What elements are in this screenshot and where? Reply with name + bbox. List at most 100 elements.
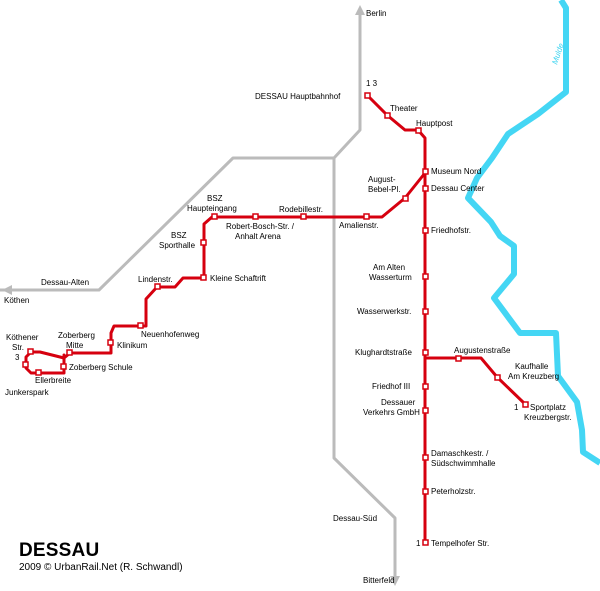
label-wasserwerkstr: Wasserwerkstr. bbox=[357, 307, 411, 316]
label-sportplatz-2: Kreuzbergstr. bbox=[524, 413, 572, 422]
stop-zoberberg-schule bbox=[60, 363, 67, 370]
stop-verkehrs-gmbh bbox=[422, 407, 429, 414]
stop-dessau-center bbox=[422, 185, 429, 192]
label-zoberberg-mitte-2: Mitte bbox=[66, 341, 84, 350]
label-am-alten-2: Wasserturm bbox=[369, 273, 412, 282]
stop-lindenstr bbox=[154, 283, 161, 290]
stop-neuenhofenweg bbox=[137, 322, 144, 329]
label-museum-nord: Museum Nord bbox=[431, 167, 481, 176]
label-zoberberg-schule: Zoberberg Schule bbox=[69, 363, 133, 372]
label-lindenstr: Lindenstr. bbox=[138, 275, 173, 284]
label-bosch-1: Robert-Bosch-Str. / bbox=[226, 222, 295, 231]
label-verkehrs-1: Dessauer bbox=[381, 398, 416, 407]
label-friedhofstr: Friedhofstr. bbox=[431, 226, 471, 235]
stop-theater bbox=[384, 112, 391, 119]
railway-koethen bbox=[0, 156, 334, 292]
label-zoberberg-mitte-1: Zoberberg bbox=[58, 331, 95, 340]
stop-junkerspark bbox=[22, 361, 29, 368]
label-kaufhalle: Kaufhalle bbox=[515, 362, 549, 371]
label-tempelhofer: Tempelhofer Str. bbox=[431, 539, 489, 548]
label-bsz-haupt-2: Haupteingang bbox=[187, 204, 237, 213]
line-number-junkerspark: 3 bbox=[15, 353, 20, 362]
stop-damaschkestr bbox=[422, 454, 429, 461]
label-neuenhofenweg: Neuenhofenweg bbox=[141, 330, 199, 339]
stop-amalienstr bbox=[363, 213, 370, 220]
label-dessau-center: Dessau Center bbox=[431, 184, 485, 193]
stop-museum-nord bbox=[422, 168, 429, 175]
label-friedhof-iii: Friedhof III bbox=[372, 382, 410, 391]
stop-wasserwerkstr bbox=[422, 308, 429, 315]
stop-peterholzstr bbox=[422, 488, 429, 495]
stop-robert-bosch-str bbox=[252, 213, 259, 220]
label-peterholzstr: Peterholzstr. bbox=[431, 487, 475, 496]
label-bsz-sport-2: Sporthalle bbox=[159, 241, 196, 250]
stop-sportplatz bbox=[522, 401, 529, 408]
tram-west-line bbox=[24, 171, 427, 375]
railway-berlin-bitterfeld bbox=[332, 14, 397, 578]
label-rodebillestr: Rodebillestr. bbox=[279, 205, 323, 214]
stop-klinikum bbox=[107, 339, 114, 346]
map-title: DESSAU bbox=[19, 540, 100, 561]
railway-arrows bbox=[2, 5, 400, 586]
label-august-bebel-2: Bebel-Pl. bbox=[368, 185, 400, 194]
stop-ellerbreite bbox=[35, 369, 42, 376]
stop-rodebillestr bbox=[300, 213, 307, 220]
label-am-alten-1: Am Alten bbox=[373, 263, 405, 272]
line-number-sportplatz: 1 bbox=[514, 403, 519, 412]
label-theater: Theater bbox=[390, 104, 418, 113]
stop-hauptbahnhof bbox=[364, 92, 371, 99]
label-junkerspark: Junkerspark bbox=[5, 388, 50, 397]
label-damaschke-1: Damaschkestr. / bbox=[431, 449, 489, 458]
label-august-bebel-1: August- bbox=[368, 175, 396, 184]
tram-branch-kreuzberg bbox=[423, 356, 527, 406]
stop-bsz-sporthalle bbox=[200, 239, 207, 246]
label-klinikum: Klinikum bbox=[117, 341, 148, 350]
stop-friedhofstr bbox=[422, 227, 429, 234]
label-koethener-2: Str. bbox=[12, 343, 24, 352]
stop-zoberberg-mitte bbox=[66, 349, 73, 356]
label-hauptbahnhof: DESSAU Hauptbahnhof bbox=[255, 92, 341, 101]
stop-augustenstrasse bbox=[455, 355, 462, 362]
label-amalienstr: Amalienstr. bbox=[339, 221, 379, 230]
line-number-tempelhofer: 1 bbox=[416, 539, 421, 548]
label-dessau-alten: Dessau-Alten bbox=[41, 278, 89, 287]
railway-lines bbox=[0, 14, 397, 578]
arrow-bitterfeld bbox=[390, 576, 400, 586]
line-numbers-hbf: 1 3 bbox=[366, 79, 378, 88]
label-verkehrs-2: Verkehrs GmbH bbox=[363, 408, 420, 417]
tram-stops bbox=[22, 92, 529, 546]
arrow-koethen bbox=[2, 285, 12, 295]
label-bosch-2: Anhalt Arena bbox=[235, 232, 281, 241]
map-credit: 2009 © UrbanRail.Net (R. Schwandl) bbox=[19, 562, 183, 573]
stop-kleine-schaftrift bbox=[200, 274, 207, 281]
stop-bsz-haupteingang bbox=[211, 213, 218, 220]
stop-hauptpost bbox=[415, 127, 422, 134]
label-sportplatz-1: Sportplatz bbox=[530, 403, 566, 412]
label-kleine-schaftrift: Kleine Schaftrift bbox=[210, 274, 267, 283]
label-bitterfeld: Bitterfeld bbox=[363, 576, 395, 585]
label-ellerbreite: Ellerbreite bbox=[35, 376, 72, 385]
label-klughardtstrasse: Klughardtstraße bbox=[355, 348, 412, 357]
stop-klughardtstrasse bbox=[422, 349, 429, 356]
arrow-berlin bbox=[355, 5, 365, 15]
label-bsz-sport-1: BSZ bbox=[171, 231, 187, 240]
river-mulde bbox=[465, 0, 600, 466]
tram-trunk-line bbox=[365, 93, 427, 545]
label-hauptpost: Hauptpost bbox=[416, 119, 453, 128]
label-koethen: Köthen bbox=[4, 296, 29, 305]
stop-am-alten-wasserturm bbox=[422, 273, 429, 280]
stop-friedhof-iii bbox=[422, 383, 429, 390]
stop-tempelhofer-str bbox=[422, 539, 429, 546]
tram-lines bbox=[24, 93, 527, 545]
label-berlin: Berlin bbox=[366, 9, 386, 18]
label-am-kreuzberg: Am Kreuzberg bbox=[508, 372, 559, 381]
stop-august-bebel bbox=[402, 195, 409, 202]
label-damaschke-2: Südschwimmhalle bbox=[431, 459, 496, 468]
stop-kaufhalle bbox=[494, 374, 501, 381]
label-koethener-1: Köthener bbox=[6, 333, 39, 342]
label-bsz-haupt-1: BSZ bbox=[207, 194, 223, 203]
stop-koethener-str bbox=[27, 348, 34, 355]
label-augustenstrasse: Augustenstraße bbox=[454, 346, 511, 355]
label-dessau-sued: Dessau-Süd bbox=[333, 514, 377, 523]
